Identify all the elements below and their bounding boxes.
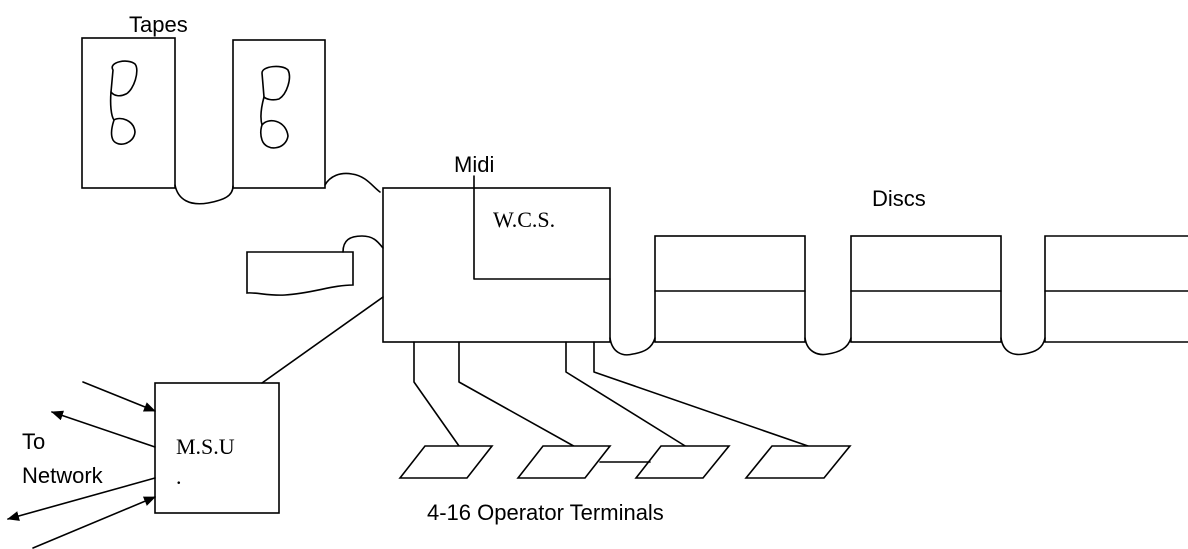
disc-link-cable	[1001, 338, 1045, 354]
operator-terminal	[518, 446, 610, 478]
tape-unit-2	[233, 40, 325, 188]
tape-midi-cable	[325, 173, 380, 192]
network-link-in	[83, 382, 155, 411]
disc-link-cable	[805, 338, 851, 354]
terminal-lines	[414, 342, 808, 449]
disc-unit-1	[655, 236, 805, 342]
to-label: To	[22, 429, 45, 454]
msu-label-dot: .	[176, 464, 182, 489]
msu-label: M.S.U	[176, 434, 235, 459]
console-midi-cable	[343, 236, 383, 252]
operator-terminal	[400, 446, 492, 478]
tape-link-cable	[175, 185, 233, 204]
console-unit	[247, 252, 353, 295]
network-link-out	[52, 412, 155, 447]
tapes-label: Tapes	[129, 12, 188, 37]
midi-disc-cable	[610, 338, 655, 355]
disc-unit-2	[851, 236, 1001, 342]
discs-label: Discs	[872, 186, 926, 211]
tape-unit-1	[82, 38, 175, 188]
midi-label: Midi	[454, 152, 494, 177]
midi-msu-link	[262, 297, 383, 383]
terminals-label: 4-16 Operator Terminals	[427, 500, 664, 525]
wcs-label: W.C.S.	[493, 207, 555, 232]
network-label: Network	[22, 463, 104, 488]
disc-unit-3	[1045, 236, 1188, 342]
operator-terminal	[746, 446, 850, 478]
network-link-in	[33, 497, 155, 548]
